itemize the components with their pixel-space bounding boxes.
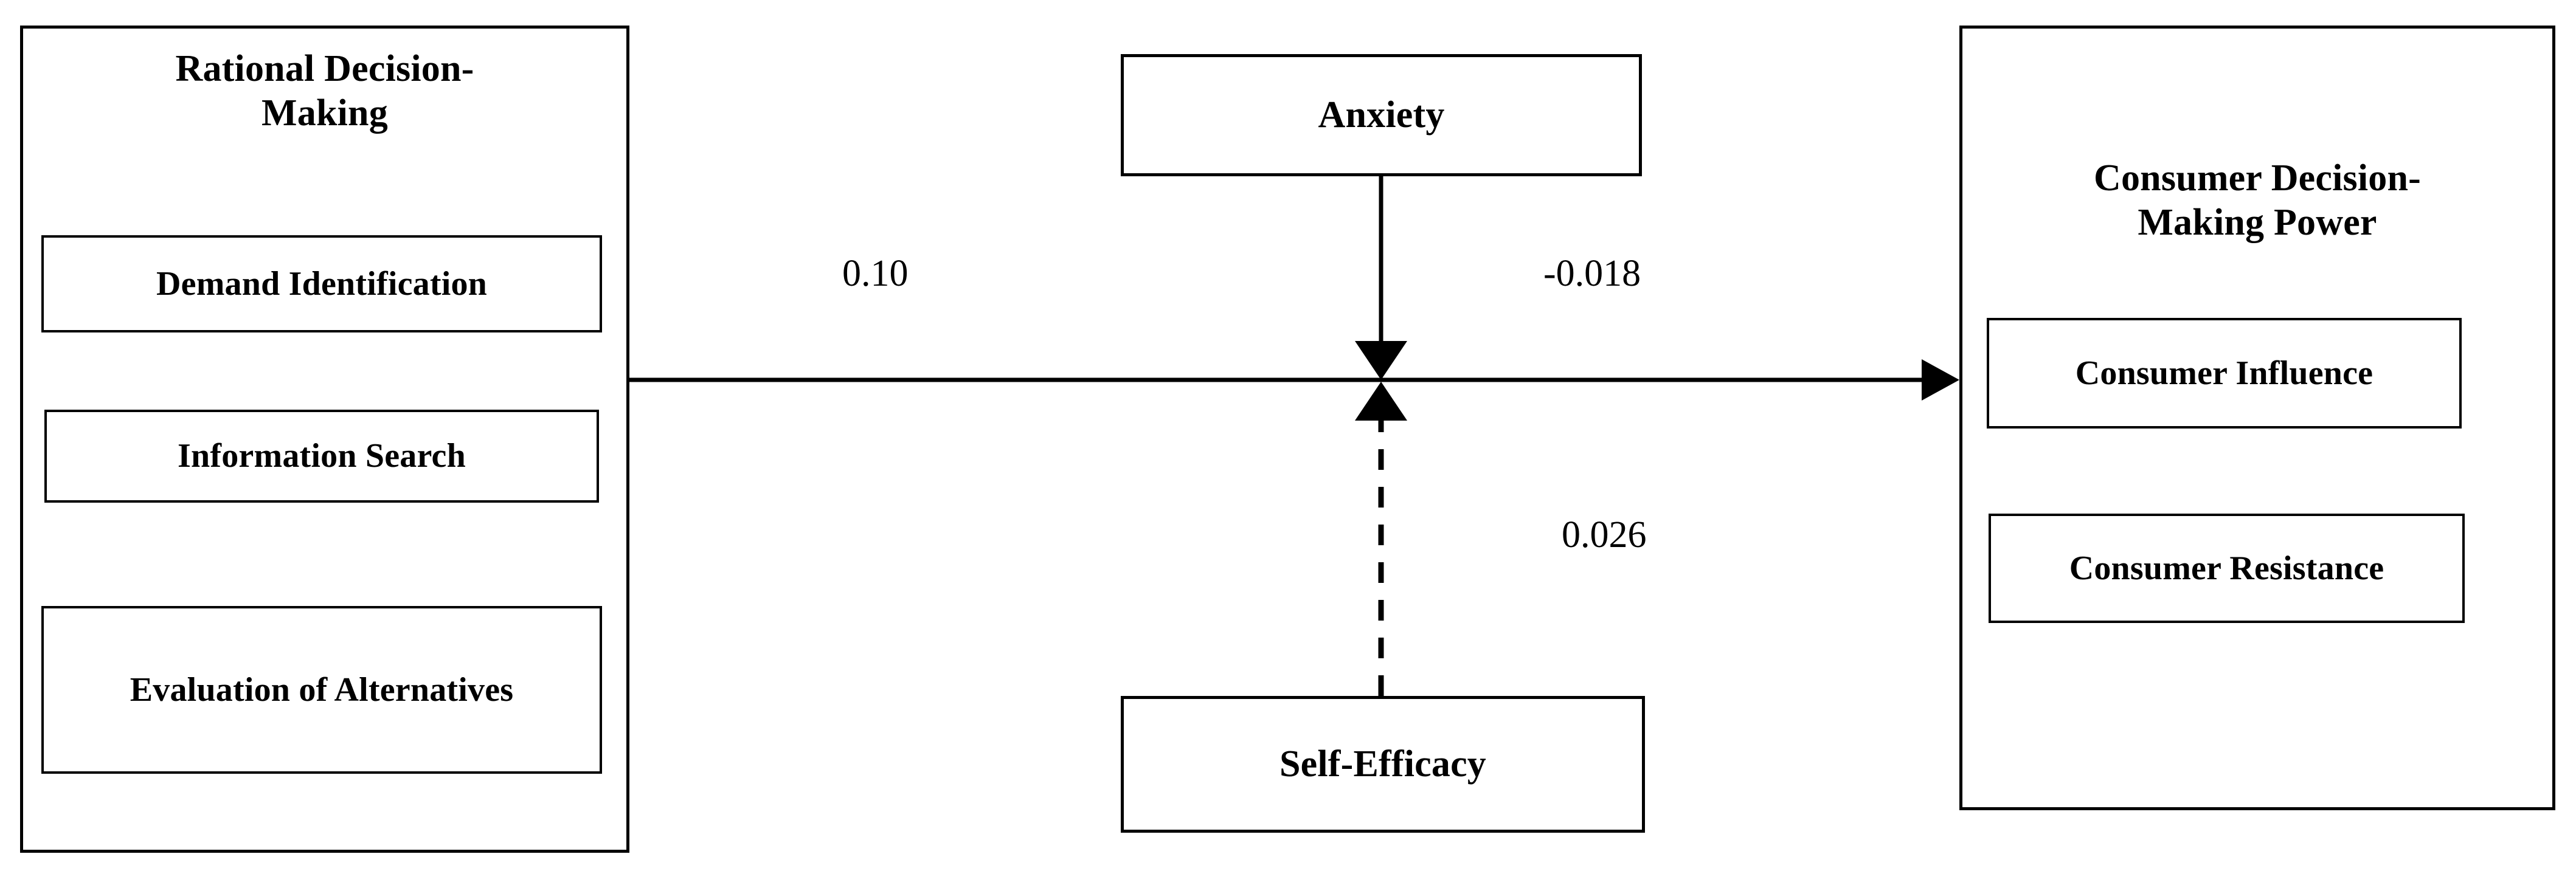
left-item-label: Information Search [178, 437, 466, 475]
coefficient-self-efficacy-path: 0.026 [1562, 514, 1647, 556]
left-item-demand-identification[interactable]: Demand Identification [41, 235, 602, 332]
left-panel-title-line-1: Rational Decision- [175, 48, 474, 89]
node-self-efficacy[interactable]: Self-Efficacy [1121, 696, 1645, 833]
edge-self-efficacy-path [1355, 382, 1407, 696]
right-item-consumer-influence[interactable]: Consumer Influence [1987, 318, 2462, 429]
left-item-evaluation-of-alternatives[interactable]: Evaluation of Alternatives [41, 606, 602, 774]
right-panel-title-line-1: Consumer Decision- [2093, 157, 2422, 199]
node-anxiety[interactable]: Anxiety [1121, 54, 1642, 176]
right-panel-title-line-2: Making Power [2138, 202, 2377, 244]
left-construct-panel[interactable]: Rational Decision- Making Demand Identif… [20, 26, 629, 853]
coefficient-main-path: 0.10 [842, 253, 909, 294]
left-item-label: Demand Identification [156, 264, 487, 303]
right-item-label: Consumer Influence [2075, 354, 2373, 392]
left-panel-title: Rational Decision- Making [23, 47, 626, 136]
right-panel-title: Consumer Decision- Making Power [1962, 156, 2552, 245]
edge-main-path [629, 359, 1959, 401]
left-panel-title-line-2: Making [261, 92, 388, 134]
edge-anxiety-path [1355, 176, 1407, 380]
left-item-label: Evaluation of Alternatives [130, 670, 514, 709]
node-anxiety-label: Anxiety [1318, 94, 1445, 136]
right-item-consumer-resistance[interactable]: Consumer Resistance [1989, 514, 2465, 623]
right-construct-panel[interactable]: Consumer Decision- Making Power Consumer… [1959, 26, 2555, 810]
coefficient-anxiety-path: -0.018 [1543, 253, 1641, 294]
left-item-information-search[interactable]: Information Search [44, 410, 599, 503]
node-self-efficacy-label: Self-Efficacy [1279, 743, 1487, 785]
right-item-label: Consumer Resistance [2069, 549, 2384, 587]
